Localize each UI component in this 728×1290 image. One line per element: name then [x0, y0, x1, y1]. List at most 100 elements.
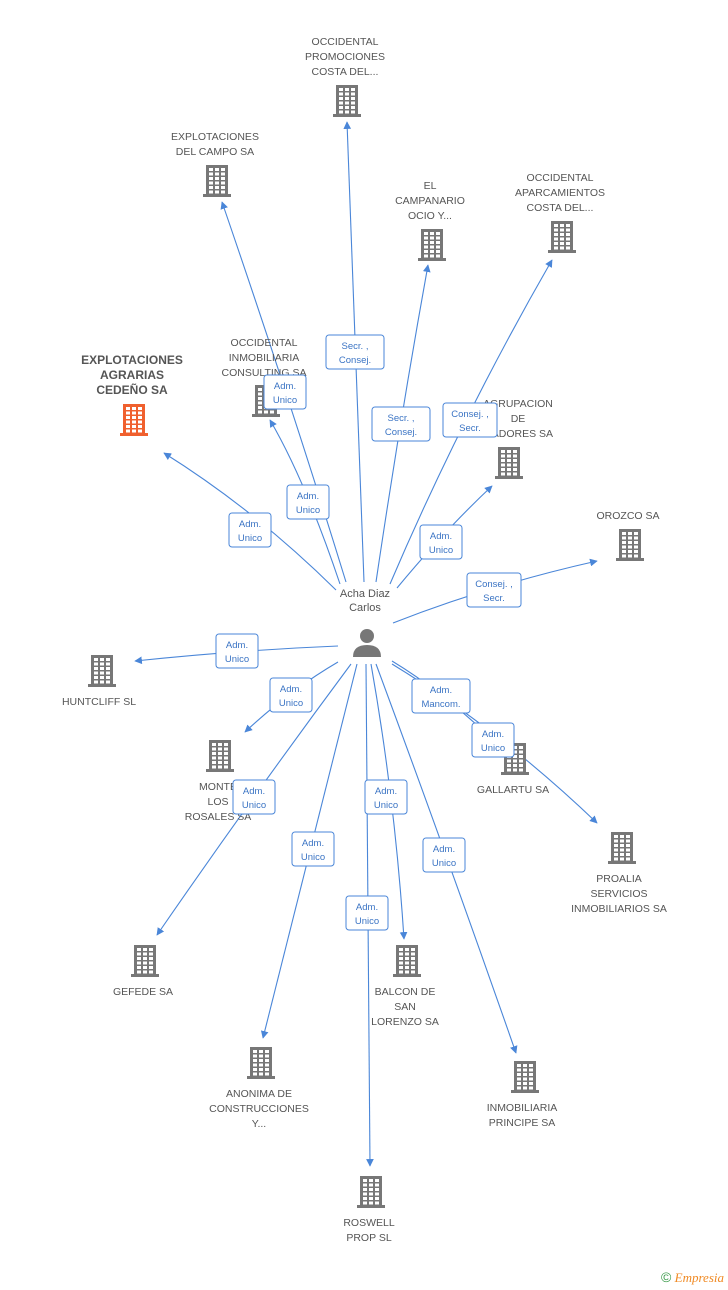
company-name-line: OCCIDENTAL [231, 337, 298, 349]
company-name-line: CAMPANARIO [395, 195, 465, 207]
company-name-line: EXPLOTACIONES [81, 353, 183, 367]
company-name-line: DEL CAMPO SA [176, 146, 254, 158]
company-name-line: EL [424, 180, 437, 192]
company-name-line: OCCIDENTAL [312, 36, 379, 48]
building-icon[interactable] [495, 447, 523, 479]
company-name-line: SAN [394, 1001, 416, 1013]
building-icon[interactable] [548, 221, 576, 253]
building-icon[interactable] [203, 165, 231, 197]
building-icon[interactable] [88, 655, 116, 687]
edge-label-proalia[interactable]: Adm. Unico [471, 722, 515, 758]
building-icon[interactable] [608, 832, 636, 864]
company-name-line: OCIO Y... [408, 210, 452, 222]
edge-label-line: Unico [279, 698, 303, 709]
building-icon[interactable] [418, 229, 446, 261]
edge-label-line: Unico [301, 852, 325, 863]
building-icon[interactable] [120, 404, 148, 436]
edge-label-roswell[interactable]: Adm. Unico [345, 895, 389, 931]
building-icon[interactable] [511, 1061, 539, 1093]
building-icon[interactable] [131, 945, 159, 977]
edge-label-orozco[interactable]: Consej. , Secr. [466, 572, 522, 608]
edge-label-occ_aparcamientos[interactable]: Consej. ,Secr. [442, 402, 498, 438]
company-name-line: Y... [252, 1118, 266, 1130]
company-name-line: INMOBILIARIA [229, 352, 300, 364]
edges-layer [134, 121, 598, 1167]
edge-label-line: Adm. [430, 531, 452, 542]
edge-label-line: Consej. [385, 427, 417, 438]
company-name-line: DE [511, 413, 526, 425]
edge-label-line: Adm. [280, 684, 302, 695]
person-name-line: Carlos [349, 602, 381, 614]
edge-label-agrupacion[interactable]: Adm. Unico [419, 524, 463, 560]
person-head [360, 629, 374, 643]
company-name-line: OROZCO SA [596, 510, 659, 522]
edge-label-line: Unico [432, 858, 456, 869]
company-name-line: COSTA DEL... [527, 202, 594, 214]
building-icon[interactable] [247, 1047, 275, 1079]
company-node-gefede[interactable]: GEFEDE SA [113, 945, 173, 998]
edge-label-anonima[interactable]: Adm.Unico [291, 831, 335, 867]
edge-label-gefede[interactable]: Adm.Unico [232, 779, 276, 815]
company-name-line: ...ADORES SA [483, 428, 553, 440]
company-name-line: LOS [207, 796, 228, 808]
edge-label-line: Unico [355, 916, 379, 927]
company-node-orozco[interactable]: OROZCO SA [596, 510, 660, 561]
edge-label-line: Adm. [482, 729, 504, 740]
edge-label-line: Secr. , [388, 413, 415, 424]
company-name-line: LORENZO SA [371, 1016, 439, 1028]
building-icon[interactable] [333, 85, 361, 117]
edge-label-line: Mancom. [421, 699, 460, 710]
company-name-line: AGRUPACION [483, 398, 553, 410]
company-name-line: COSTA DEL... [312, 66, 379, 78]
copyright-symbol: © [660, 1269, 672, 1285]
edge-label-line: Adm. [356, 902, 378, 913]
company-name-line: GEFEDE SA [113, 986, 173, 998]
building-icon[interactable] [616, 529, 644, 561]
edge-label-expl_campo[interactable]: Adm. Unico [263, 374, 307, 410]
edge-label-monte_rosales[interactable]: Adm. Unico [269, 677, 313, 713]
edge-label-line: Secr. [459, 423, 481, 434]
edge-label-campanario[interactable]: Secr. , Consej. [371, 406, 431, 442]
edge-label-explotaciones_cedeno[interactable]: Adm. Unico [228, 512, 272, 548]
person-icon [353, 645, 381, 657]
edge-label-balcon[interactable]: Adm.Unico [364, 779, 408, 815]
edge-label-inmob_principe[interactable]: Adm. Unico [422, 837, 466, 873]
company-name-line: CONSTRUCCIONES [209, 1103, 309, 1115]
edge-label-occ_inmobiliaria[interactable]: Adm.Unico [286, 484, 330, 520]
company-node-anonima[interactable]: ANONIMA DECONSTRUCCIONESY... [209, 1047, 309, 1130]
footer-brand[interactable]: © Empresia [661, 1269, 724, 1286]
company-node-huntcliff[interactable]: HUNTCLIFF SL [62, 655, 136, 708]
building-icon[interactable] [393, 945, 421, 977]
edge-label-line: Adm. [239, 519, 261, 530]
edge-label-occ_promociones[interactable]: Secr. ,Consej. [325, 334, 385, 370]
edge-label-line: Adm. [433, 844, 455, 855]
edge-label-gallartu[interactable]: Adm.Mancom. [411, 678, 471, 714]
edge-label-line: Unico [429, 545, 453, 556]
edge-label-line: Adm. [274, 381, 296, 392]
company-name-line: SERVICIOS [591, 888, 648, 900]
company-name-line: INMOBILIARIA [487, 1102, 558, 1114]
edge-label-line: Secr. [483, 593, 505, 604]
edge-label-line: Unico [238, 533, 262, 544]
edge-label-line: Adm. [243, 786, 265, 797]
company-node-campanario[interactable]: EL CAMPANARIO OCIO Y... [395, 180, 465, 261]
company-name-line: GALLARTU SA [477, 784, 549, 796]
company-node-agrupacion[interactable]: AGRUPACION DE ...ADORES SA [483, 398, 553, 479]
company-name-line: INMOBILIARIOS SA [571, 903, 667, 915]
building-icon[interactable] [357, 1176, 385, 1208]
edge-label-line: Unico [273, 395, 297, 406]
edge-label-huntcliff[interactable]: Adm.Unico [215, 633, 259, 669]
edge-label-line: Secr. , [342, 341, 369, 352]
building-icon[interactable] [206, 740, 234, 772]
edge-label-line: Consej. , [475, 579, 513, 590]
edge-label-line: Unico [481, 743, 505, 754]
